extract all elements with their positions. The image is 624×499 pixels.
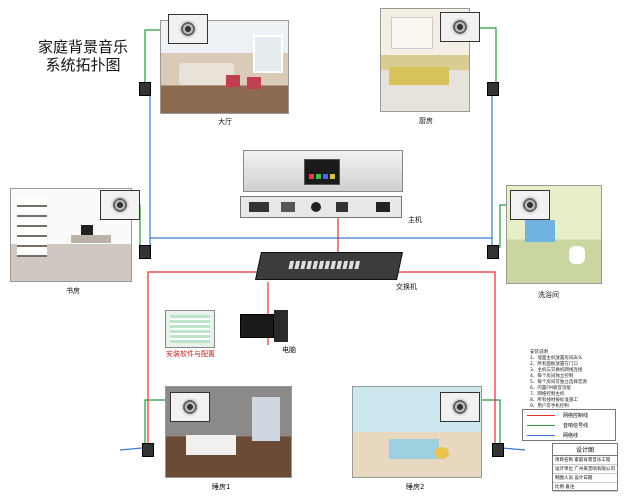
- computer-label: 电脑: [282, 346, 296, 354]
- host-unit: [243, 150, 403, 192]
- bedroom2-speaker: [440, 392, 480, 422]
- host-back-panel: [240, 196, 402, 218]
- notes-line: 6、内置FM收音功能: [530, 386, 571, 391]
- legend-swatch-green: [527, 425, 555, 426]
- software-screenshot: [165, 310, 215, 348]
- panel-bath: [487, 245, 499, 259]
- living-label: 大厅: [218, 118, 232, 126]
- installation-notes: 安装说明 1、墙面主机放置房间床头 2、所有面板放置在门口 3、主机与交换机网线…: [530, 350, 620, 410]
- notes-line: 4、每个房间独立控制: [530, 374, 574, 379]
- title-block-row: 制图人员 设计日期: [553, 474, 617, 483]
- living-speaker: [168, 14, 208, 44]
- title-block-row: 设计单位 广州某音响有限公司: [553, 465, 617, 474]
- title-block: 设计图 项目名称 家庭背景音乐工程 设计单位 广州某音响有限公司 制图人员 设计…: [552, 443, 618, 492]
- title-line1: 家庭背景音乐: [37, 38, 128, 56]
- switch-label: 交换机: [396, 283, 417, 291]
- notes-heading: 安装说明: [530, 350, 548, 355]
- legend-label: 网络线: [563, 433, 579, 439]
- legend: 网络控制线 音响信号线 网络线: [522, 409, 616, 441]
- bathroom-label: 洗浴间: [538, 291, 559, 299]
- legend-swatch-blue: [527, 435, 555, 436]
- legend-label: 音响信号线: [563, 423, 589, 429]
- host-label: 主机: [408, 216, 422, 224]
- software-label: 安装软件与配置: [166, 350, 215, 358]
- legend-row: 网络线: [523, 430, 615, 440]
- bedroom1-label: 睡房1: [212, 483, 231, 491]
- panel-bed1: [142, 443, 154, 457]
- panel-study: [139, 245, 151, 259]
- notes-line: 7、网络控制主机: [530, 392, 565, 397]
- panel-bed2: [492, 443, 504, 457]
- panel-living: [139, 82, 151, 96]
- title-line2: 系统拓扑图: [45, 56, 121, 74]
- notes-line: 2、所有面板放置在门口: [530, 362, 578, 367]
- living-room-photo: [160, 20, 289, 114]
- red-line-left: [147, 271, 300, 448]
- bedroom2-photo: [352, 386, 482, 478]
- panel-kitchen: [487, 82, 499, 96]
- bathroom-speaker: [510, 190, 550, 220]
- study-label: 书房: [66, 287, 80, 295]
- network-switch: [255, 252, 403, 280]
- bedroom1-speaker: [170, 392, 210, 422]
- blue-line-bed1: [119, 447, 143, 451]
- legend-label: 网络控制线: [563, 413, 589, 419]
- study-speaker: [100, 190, 140, 220]
- monitor: [240, 314, 274, 338]
- green-line-bed1: [144, 399, 168, 448]
- kitchen-speaker: [440, 12, 480, 42]
- blue-line-bed2: [501, 447, 526, 451]
- kitchen-label: 厨房: [419, 117, 433, 125]
- notes-line: 8、所有线材按标准施工: [530, 398, 578, 403]
- legend-swatch-red: [527, 415, 555, 416]
- notes-line: 9、用户可手机控制: [530, 404, 569, 409]
- notes-line: 3、主机与交换机网线连接: [530, 368, 583, 373]
- diagram-title: 家庭背景音乐 系统拓扑图: [18, 38, 148, 74]
- title-block-row: 比例 备注: [553, 483, 617, 492]
- notes-line: 1、墙面主机放置房间床头: [530, 356, 583, 361]
- pc-tower: [274, 310, 288, 342]
- legend-row: 网络控制线: [523, 410, 615, 420]
- title-block-head: 设计图: [553, 444, 617, 456]
- notes-line: 5、每个房间可独立选择音源: [530, 380, 587, 385]
- bedroom2-label: 睡房2: [406, 483, 425, 491]
- legend-row: 音响信号线: [523, 420, 615, 430]
- title-block-row: 项目名称 家庭背景音乐工程: [553, 456, 617, 465]
